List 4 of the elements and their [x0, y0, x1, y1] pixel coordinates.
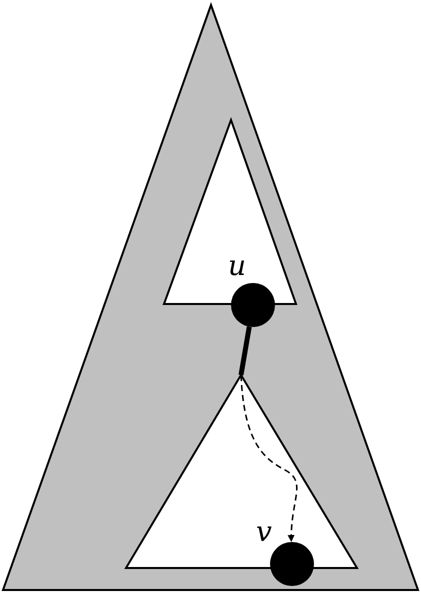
tree-edge [238, 326, 252, 376]
vertex-label: v [256, 518, 272, 546]
edge-dashed-arrow [240, 374, 298, 542]
vertex-label: u [228, 252, 246, 280]
